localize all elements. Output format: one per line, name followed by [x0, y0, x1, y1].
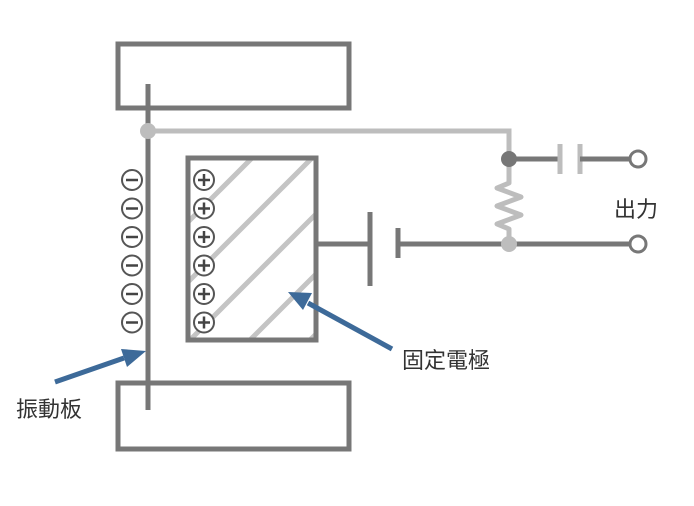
bottom-frame-block	[115, 380, 352, 452]
negative-charge-icon	[121, 169, 143, 191]
top-wire	[148, 128, 512, 159]
negative-charge-icon	[121, 226, 143, 248]
negative-charge-icon	[121, 283, 143, 305]
resistor-top-junction-dot	[501, 151, 517, 167]
diaphragm-junction-dot	[140, 123, 156, 139]
positive-charge-icon	[193, 311, 215, 334]
negative-charge-icon	[121, 254, 143, 277]
positive-charge-icon	[193, 226, 215, 248]
positive-charge-icon	[193, 254, 215, 277]
resistor-bottom-junction-dot	[501, 236, 517, 252]
output-terminal-top	[628, 149, 648, 169]
fixed-electrode	[185, 155, 319, 343]
electrode-pointer-arrow	[288, 292, 394, 352]
positive-charge-icon	[193, 169, 215, 191]
negative-charge-icon	[121, 197, 143, 220]
fixed-electrode-label: 固定電極	[402, 349, 491, 374]
diaphragm-negative-charges	[121, 169, 143, 334]
output-terminal-bottom	[628, 234, 648, 254]
positive-charge-icon	[193, 197, 215, 220]
output-label: 出力	[614, 198, 659, 223]
electrode-positive-charges	[193, 169, 215, 334]
top-frame-block	[115, 41, 352, 111]
diaphragm-label: 振動板	[16, 398, 83, 423]
load-resistor	[494, 159, 524, 244]
diaphragm-pointer-arrow	[54, 349, 146, 385]
negative-charge-icon	[121, 311, 143, 334]
positive-charge-icon	[193, 283, 215, 305]
